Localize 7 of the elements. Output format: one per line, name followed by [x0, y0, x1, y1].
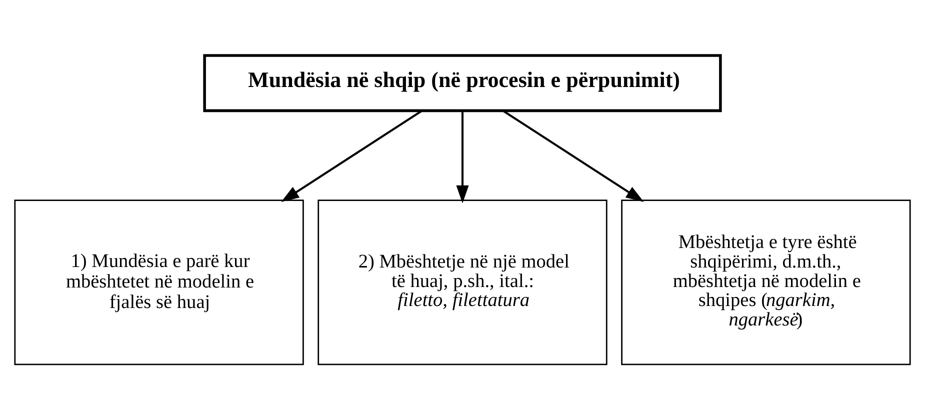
node-box: 1) Mundësia e parë kur mbështetet në modelin e fjalës së huaj — [14, 200, 304, 366]
arrow — [502, 110, 644, 202]
node-box: Mbështetja e tyre është shqipërimi, d.m.th., mbështetja në modelin e shqipes (ngarkim, ngarkesë) — [621, 200, 911, 366]
arrow — [281, 110, 422, 202]
arrow — [456, 111, 469, 204]
node-box: 2) Mbështetje në një model të huaj, p.sh., ital.: filetto, filettatura — [318, 200, 608, 366]
node-box: Mundësia në shqip (në procesin e përpunimit) — [203, 54, 722, 112]
